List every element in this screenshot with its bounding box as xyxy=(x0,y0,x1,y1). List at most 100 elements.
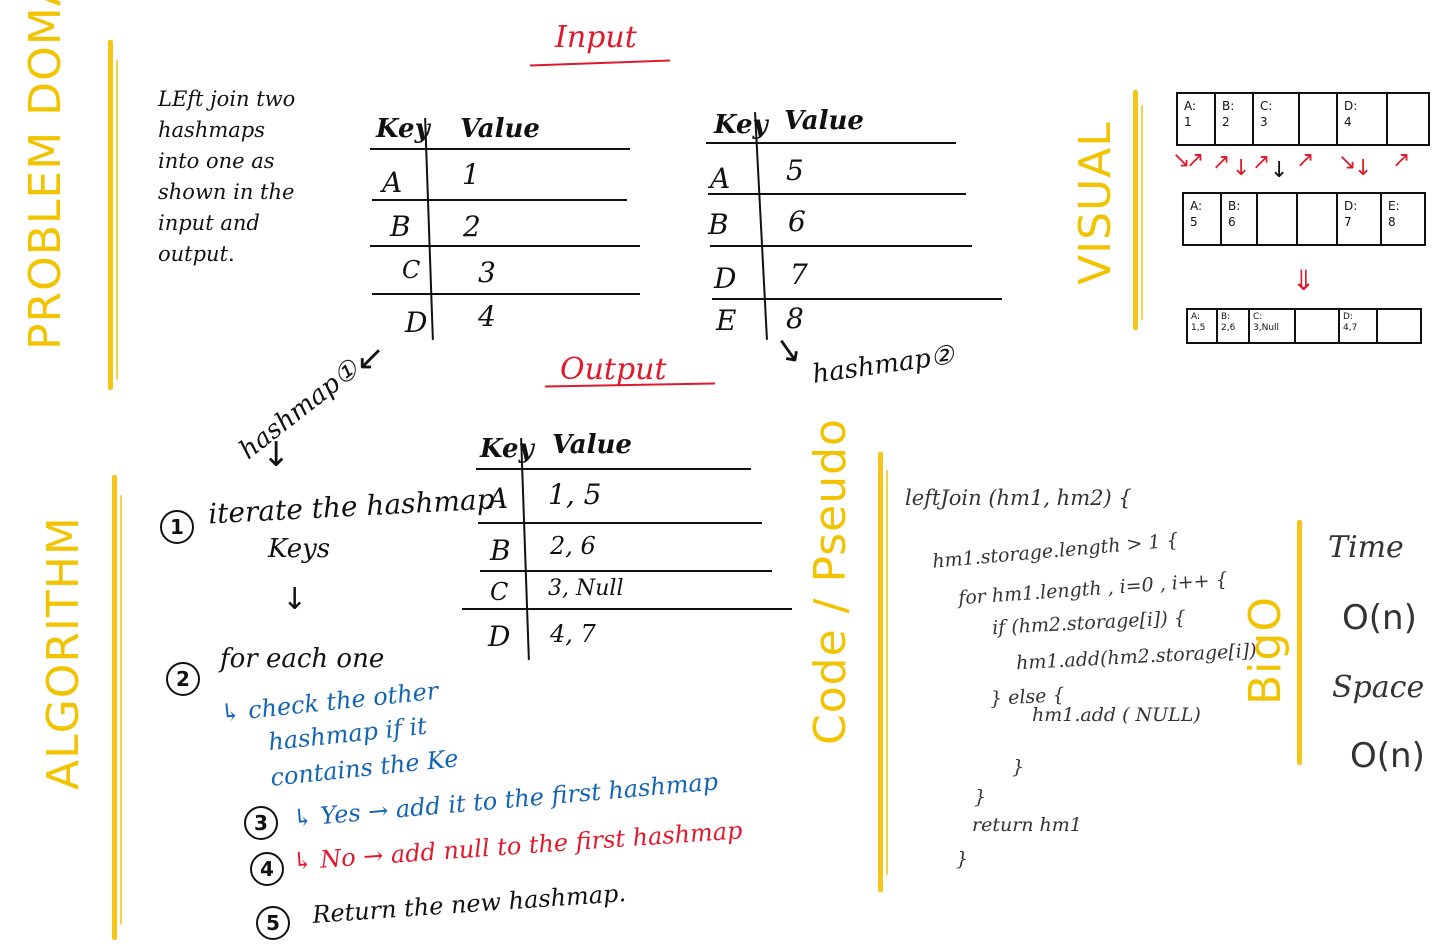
code-bar-2 xyxy=(886,470,888,875)
out-value: 3, Null xyxy=(548,576,624,601)
code-label: Code / Pseudo xyxy=(805,418,856,745)
hm2-value-header: Value xyxy=(784,106,864,136)
bigo-time-value: O(n) xyxy=(1342,598,1417,638)
step-number: 3 xyxy=(244,806,278,840)
out-value: 1, 5 xyxy=(548,478,602,511)
code-line: } xyxy=(1012,756,1025,778)
code-line: if (hm2.storage[i]) { xyxy=(991,606,1187,640)
hm2-value: 5 xyxy=(786,154,804,187)
step-number: 1 xyxy=(160,510,194,544)
hm2-key: E xyxy=(716,304,737,337)
hm2-value: 7 xyxy=(790,258,808,291)
visual-cell: A: 5 xyxy=(1184,194,1222,244)
out-divider xyxy=(520,438,530,660)
visual-cell: E: 8 xyxy=(1388,199,1400,229)
visual-row-1: A: 1 B: 2 C: 3 D: 4 xyxy=(1176,92,1430,146)
hm2-divider xyxy=(754,112,768,340)
visual-arrow: ↘ xyxy=(1338,150,1357,175)
hm2-arrow: ↓ xyxy=(766,327,813,377)
visual-arrow: ↗ xyxy=(1252,150,1271,175)
problem-domain-label: PROBLEM DOMAIN xyxy=(20,0,71,350)
hm1-line xyxy=(372,199,627,201)
input-title: Input xyxy=(555,20,637,55)
hm1-key: A xyxy=(382,166,403,199)
hm2-line xyxy=(706,142,956,144)
step5-text: Return the new hashmap. xyxy=(311,879,627,929)
visual-cell: B: 2 xyxy=(1216,94,1254,144)
visual-cell: A: 1,5 xyxy=(1188,310,1218,342)
hm2-value: 6 xyxy=(788,205,806,238)
visual-cell: B: 2,6 xyxy=(1218,310,1250,342)
out-line xyxy=(478,522,762,524)
hashmap2-label: hashmap② xyxy=(810,340,956,390)
code-line: hm1.add(hm2.storage[i]) xyxy=(1015,639,1258,675)
hm1-line xyxy=(372,293,640,295)
visual-bar xyxy=(1133,90,1138,330)
out-line xyxy=(480,570,772,572)
visual-cell xyxy=(1296,310,1340,342)
code-line: for hm1.length , i=0 , i++ { xyxy=(957,568,1229,610)
visual-cell: D: 7 xyxy=(1338,194,1382,244)
code-line: leftJoin (hm1, hm2) { xyxy=(905,486,1132,510)
input-underline xyxy=(530,59,670,67)
hm1-key: B xyxy=(390,210,411,243)
out-key: C xyxy=(490,578,509,606)
hm1-key: C xyxy=(402,256,421,284)
visual-cell xyxy=(1298,194,1338,244)
hm2-value: 8 xyxy=(786,302,804,335)
algorithm-label: ALGORITHM xyxy=(38,516,89,790)
code-line: } xyxy=(974,786,987,808)
out-key: D xyxy=(488,620,511,653)
out-value-header: Value xyxy=(552,430,632,460)
out-value: 2, 6 xyxy=(550,532,596,560)
hm1-value-header: Value xyxy=(460,114,540,144)
algorithm-bar xyxy=(112,475,117,940)
step-number: 4 xyxy=(250,852,284,886)
hm1-key-header: Key xyxy=(376,114,430,144)
bigo-bar xyxy=(1297,520,1302,765)
bigo-space-label: Space xyxy=(1332,670,1425,705)
hm1-line xyxy=(370,148,630,150)
visual-cell: A: 1 xyxy=(1178,94,1216,144)
visual-cell: D: 4 xyxy=(1338,94,1388,144)
hm1-value: 4 xyxy=(478,300,496,333)
hm2-line xyxy=(708,193,966,195)
visual-cell xyxy=(1300,94,1338,144)
visual-arrow: ↓ xyxy=(1270,158,1289,183)
visual-cell: D: 4,7 xyxy=(1340,310,1378,342)
visual-arrow: ↗ xyxy=(1392,148,1411,173)
hashmap1-label: hashmap① xyxy=(233,354,365,466)
step1-keys: Keys xyxy=(268,534,331,564)
hm1-key: D xyxy=(405,306,428,339)
visual-arrow: ↘ xyxy=(1172,148,1191,173)
bigo-time-label: Time xyxy=(1328,530,1404,565)
algorithm-bar-2 xyxy=(120,495,122,925)
hm1-value: 3 xyxy=(478,256,496,289)
hm1-line xyxy=(370,245,640,247)
visual-arrow: ↓ xyxy=(1232,156,1251,181)
problem-domain-bar xyxy=(108,40,113,390)
visual-cell xyxy=(1258,194,1298,244)
out-line xyxy=(476,468,751,470)
visual-row-3: A: 1,5 B: 2,6 C: 3,Null D: 4,7 xyxy=(1186,308,1422,344)
problem-description: LEft join two hashmaps into one as shown… xyxy=(158,87,296,266)
visual-label: VISUAL xyxy=(1070,121,1121,285)
visual-cell: B: 6 xyxy=(1222,194,1258,244)
code-line: hm1.storage.length > 1 { xyxy=(931,529,1180,573)
hm1-down-arrow: ↓ xyxy=(262,435,291,475)
step1-text: iterate the hashmap xyxy=(207,482,496,531)
step-number: 2 xyxy=(166,662,200,696)
step-number: 5 xyxy=(256,906,290,940)
visual-cell xyxy=(1378,310,1416,342)
code-line: hm1.add ( NULL) xyxy=(1032,704,1201,726)
visual-down-arrow: ⇓ xyxy=(1292,264,1316,297)
visual-arrow: ↗ xyxy=(1212,150,1231,175)
code-bar xyxy=(878,452,883,892)
code-line: return hm1 xyxy=(972,814,1082,836)
out-key: A xyxy=(488,482,509,515)
step1-arrow: ↓ xyxy=(282,582,308,617)
hm1-value: 2 xyxy=(463,210,481,243)
hm1-value: 1 xyxy=(462,158,480,191)
visual-arrow: ↓ xyxy=(1354,156,1373,181)
visual-cell: C: 3,Null xyxy=(1250,310,1296,342)
